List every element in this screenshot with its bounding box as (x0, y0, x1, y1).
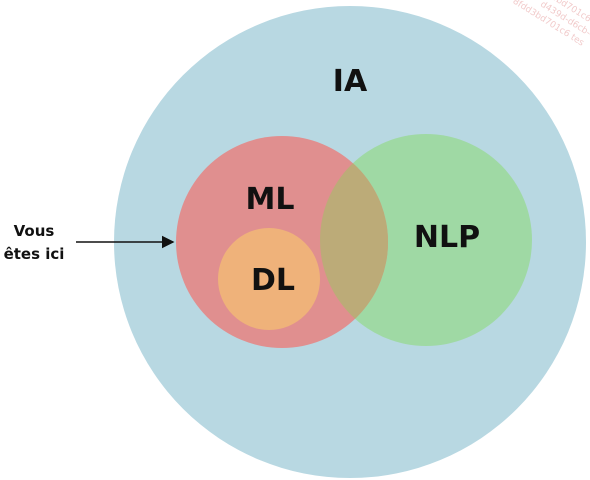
dl-circle (218, 228, 320, 330)
ml-label: ML (246, 182, 295, 217)
dl-label: DL (251, 263, 295, 298)
annotation-line-2: êtes ici (4, 245, 65, 263)
watermark: 8fdd3bd701c6-4 d439d-d6cb-4 8fdd3bd701c6… (511, 0, 590, 49)
ia-label: IA (333, 64, 368, 99)
annotation-line-1: Vous (14, 222, 55, 240)
nlp-label: NLP (414, 220, 480, 255)
